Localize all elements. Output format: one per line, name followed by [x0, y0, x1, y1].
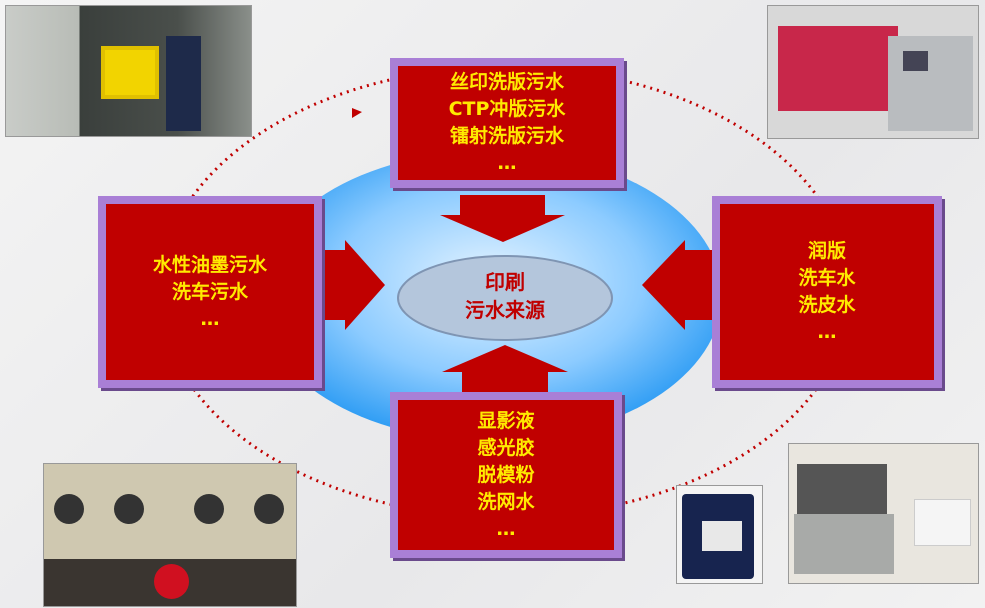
center-title-line2: 污水来源 — [465, 298, 545, 322]
box-right-line: … — [817, 321, 837, 343]
box-bottom-line: 脱模粉 — [477, 463, 535, 486]
box-bottom-line: 感光胶 — [477, 436, 535, 459]
box-top-line: CTP冲版污水 — [448, 98, 566, 120]
box-left: 水性油墨污水 洗车污水 … — [98, 196, 322, 388]
box-right-line: 洗车水 — [798, 267, 856, 289]
box-top: 丝印洗版污水 CTP冲版污水 镭射洗版污水 … — [390, 58, 624, 188]
box-right-line: 洗皮水 — [798, 294, 856, 316]
arrow-down — [440, 195, 565, 242]
arrow-right — [322, 240, 385, 330]
center-title-line1: 印刷 — [485, 270, 525, 294]
arrow-up — [442, 345, 568, 392]
photo-printing-press — [43, 463, 297, 607]
cycle-arrowhead — [352, 108, 362, 118]
box-bottom-line: 显影液 — [477, 409, 535, 432]
photo-exposure-unit — [788, 443, 979, 584]
box-bottom-line: 洗网水 — [477, 490, 535, 513]
box-top-line: 丝印洗版污水 — [449, 71, 564, 93]
box-left-line: 水性油墨污水 — [152, 253, 267, 276]
center-ellipse — [397, 255, 613, 341]
photo-ctp-machine — [767, 5, 979, 139]
arrow-left — [642, 240, 712, 330]
box-bottom: 显影液 感光胶 脱模粉 洗网水 … — [390, 392, 622, 558]
box-right: 润版 洗车水 洗皮水 … — [712, 196, 942, 388]
box-top-line: 镭射洗版污水 — [449, 125, 564, 147]
box-right-line: 润版 — [807, 240, 846, 262]
box-top-line: … — [497, 152, 517, 174]
photo-chemical-container — [676, 485, 763, 584]
center-title: 印刷 污水来源 — [398, 268, 612, 324]
box-left-line: … — [200, 307, 220, 330]
box-bottom-line: … — [496, 517, 516, 540]
box-left-line: 洗车污水 — [171, 280, 248, 303]
photo-washing-station — [5, 5, 252, 137]
